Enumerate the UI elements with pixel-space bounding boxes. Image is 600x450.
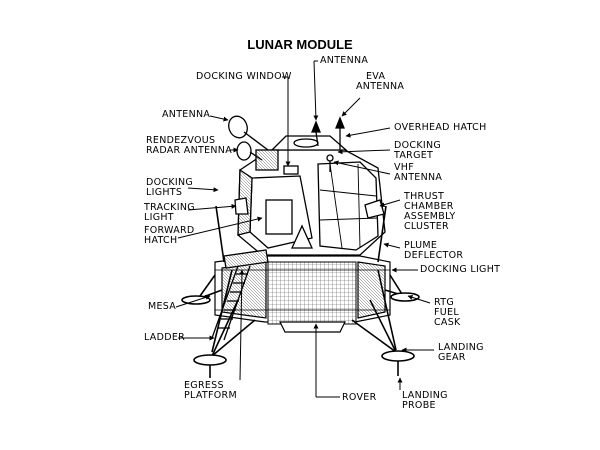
- landing-gear: [181, 205, 420, 378]
- label-rtg-1: RTG: [434, 297, 454, 308]
- label-forward-2: HATCH: [144, 235, 178, 246]
- label-vhf-2: ANTENNA: [394, 172, 443, 183]
- label-docking-target-2: TARGET: [394, 150, 434, 161]
- label-egress-2: PLATFORM: [184, 390, 237, 401]
- label-vhf-1: VHF: [394, 162, 415, 173]
- label-docking-lights-1: DOCKING: [146, 177, 194, 188]
- label-thrust-4: CLUSTER: [404, 221, 449, 232]
- label-thrust-2: CHAMBER: [404, 201, 454, 212]
- label-tracking-1: TRACKING: [144, 202, 195, 213]
- label-docking-light: DOCKING LIGHT: [420, 264, 501, 275]
- label-antenna-top: ANTENNA: [320, 55, 369, 66]
- label-thrust-1: THRUST: [404, 191, 445, 202]
- label-rtg-2: FUEL: [434, 307, 459, 318]
- label-egress-1: EGRESS: [184, 380, 224, 391]
- label-overhead-hatch: OVERHEAD HATCH: [394, 122, 487, 133]
- diagram-title: LUNAR MODULE: [247, 37, 353, 52]
- ladder: [211, 249, 269, 341]
- label-eva-antenna-1: EVA: [366, 71, 386, 82]
- label-plume-2: DEFLECTOR: [404, 250, 464, 261]
- label-rover: ROVER: [342, 392, 377, 403]
- label-rendezvous-2: RADAR ANTENNA: [146, 145, 233, 156]
- descent-stage: [214, 255, 391, 333]
- label-eva-antenna-2: ANTENNA: [356, 81, 405, 92]
- label-mesa: MESA: [148, 301, 177, 312]
- label-docking-target-1: DOCKING: [394, 140, 442, 151]
- label-plume-1: PLUME: [404, 240, 438, 251]
- antennas: [228, 115, 345, 172]
- label-thrust-3: ASSEMBLY: [404, 211, 456, 222]
- label-landing-probe-1: LANDING: [402, 390, 448, 401]
- label-landing-gear-1: LANDING: [438, 342, 484, 353]
- leader-lines: [175, 60, 434, 398]
- label-antenna-left: ANTENNA: [162, 109, 211, 120]
- label-forward-1: FORWARD: [144, 225, 195, 236]
- label-landing-probe-2: PROBE: [402, 400, 436, 411]
- label-docking-window: DOCKING WINDOW: [196, 71, 292, 82]
- label-ladder: LADDER: [144, 332, 186, 343]
- label-tracking-2: LIGHT: [144, 212, 174, 223]
- label-rtg-3: CASK: [434, 317, 461, 328]
- label-docking-lights-2: LIGHTS: [146, 187, 183, 198]
- label-rendezvous-1: RENDEZVOUS: [146, 135, 216, 146]
- ascent-stage: [234, 135, 386, 256]
- label-landing-gear-2: GEAR: [438, 352, 466, 363]
